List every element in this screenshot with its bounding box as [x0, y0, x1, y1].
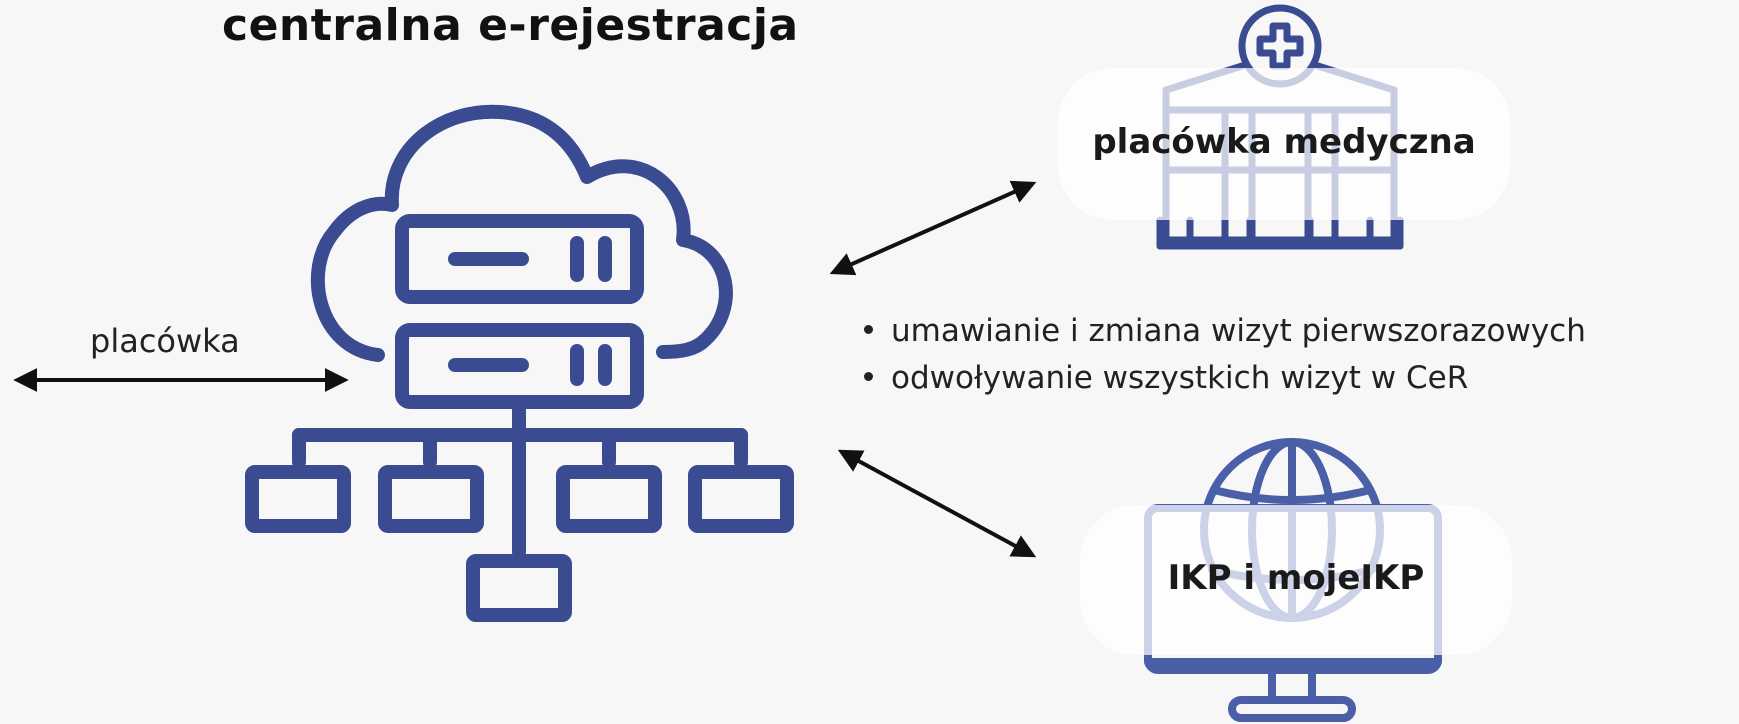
bullet-icon	[864, 325, 873, 334]
feature-list: umawianie i zmiana wizyt pierwszorazowyc…	[864, 308, 1586, 402]
bullet-icon	[864, 372, 873, 381]
ikp-node-label: IKP i mojeIKP	[1167, 558, 1425, 598]
bullet-text: odwoływanie wszystkich wizyt w CeR	[891, 360, 1469, 396]
bullet-text: umawianie i zmiana wizyt pierwszorazowyc…	[891, 313, 1586, 349]
list-item: odwoływanie wszystkich wizyt w CeR	[864, 355, 1586, 402]
medical-node-label: placówka medyczna	[1092, 122, 1476, 162]
ikp-arrow	[837, 449, 1037, 558]
ikp-node-pill	[1080, 505, 1512, 655]
medical-arrow	[829, 180, 1037, 276]
left-label: placówka	[90, 322, 240, 360]
list-item: umawianie i zmiana wizyt pierwszorazowyc…	[864, 308, 1586, 355]
medical-node-pill	[1058, 68, 1510, 220]
diagram-title: centralna e-rejestracja	[222, 0, 799, 51]
